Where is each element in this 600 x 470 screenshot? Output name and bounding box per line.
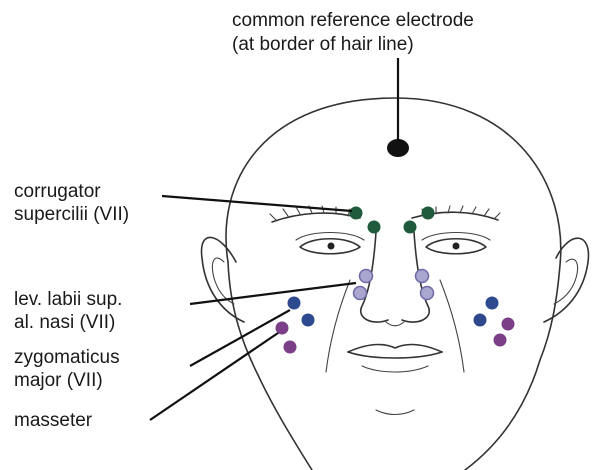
electrodes: [276, 139, 515, 354]
levator-label-line2: al. nasi (VII): [14, 312, 115, 333]
left-nasolabial-fold: [326, 280, 350, 372]
masseter-electrode: [502, 318, 515, 331]
leader-lines: [150, 58, 398, 420]
levator-electrode: [354, 287, 367, 300]
levator-label-line1: lev. labii sup.: [14, 289, 122, 310]
corrugator-electrode: [350, 207, 363, 220]
masseter-electrode: [284, 341, 297, 354]
lower-lip: [362, 366, 428, 372]
left-pupil: [328, 243, 335, 250]
zygomaticus-label-line2: major (VII): [14, 370, 103, 391]
reference-electrode: [387, 139, 409, 157]
left-ear: [202, 237, 244, 322]
corrugator-electrode: [404, 221, 417, 234]
masseter-electrode: [494, 334, 507, 347]
zygomaticus-electrode: [302, 314, 315, 327]
reference-label-line2: (at border of hair line): [232, 34, 414, 55]
corrugator-label-line2: supercilii (VII): [14, 204, 129, 225]
chin: [376, 410, 414, 415]
zygomaticus-electrode: [474, 314, 487, 327]
masseter-label: masseter: [14, 410, 93, 431]
labels: common reference electrode (at border of…: [14, 10, 474, 431]
zygomaticus-label-line1: zygomaticus: [14, 347, 120, 368]
right-pupil: [453, 243, 460, 250]
corrugator-electrode: [368, 221, 381, 234]
right-nasolabial-fold: [440, 280, 464, 372]
reference-label-line1: common reference electrode: [232, 10, 474, 31]
corrugator-leader: [162, 196, 352, 211]
levator-electrode: [421, 287, 434, 300]
upper-lip: [348, 345, 442, 352]
left-eyebrow: [272, 213, 360, 222]
zygomaticus-electrode: [288, 297, 301, 310]
mouth-line: [348, 352, 442, 358]
right-ear: [544, 238, 588, 322]
corrugator-electrode: [422, 207, 435, 220]
levator-electrode: [360, 270, 373, 283]
zygomaticus-electrode: [486, 297, 499, 310]
levator-electrode: [416, 270, 429, 283]
levator-leader: [190, 283, 356, 304]
corrugator-label-line1: corrugator: [14, 181, 101, 202]
nose-tip: [386, 322, 404, 326]
